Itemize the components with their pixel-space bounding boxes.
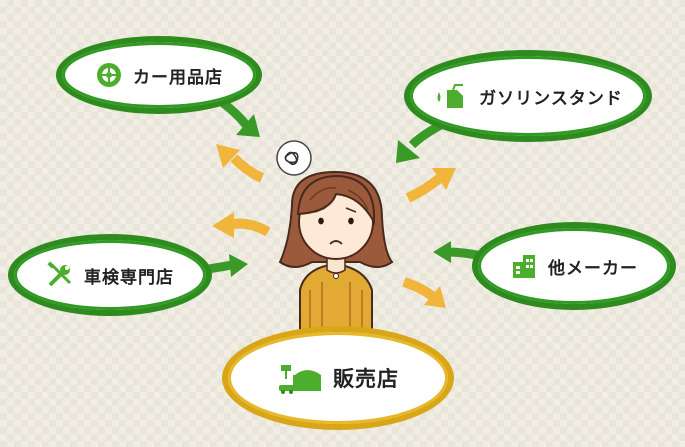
fuel-can-icon xyxy=(433,82,469,110)
node-dealer: 販売店 xyxy=(222,326,454,430)
node-label: 車検専門店 xyxy=(84,267,174,288)
building-icon xyxy=(510,252,538,280)
node-gas-station: ガソリンスタンド xyxy=(404,50,652,142)
node-label: カー用品店 xyxy=(133,67,223,88)
arrow-out-left xyxy=(212,212,271,238)
tire-icon xyxy=(95,61,123,89)
node-car-parts-store: カー用品店 xyxy=(56,36,262,114)
arrow-out-upper-right xyxy=(405,168,456,203)
worried-woman-illustration xyxy=(278,170,394,343)
node-label: ガソリンスタンド xyxy=(479,88,623,109)
arrow-out-right xyxy=(402,277,446,308)
wrench-screwdriver-icon xyxy=(46,261,74,289)
node-label: 他メーカー xyxy=(548,258,638,279)
node-label: 販売店 xyxy=(333,367,399,391)
node-other-maker: 他メーカー xyxy=(472,222,676,310)
dealership-icon xyxy=(277,361,323,395)
arrow-out-upper-left xyxy=(216,144,265,183)
node-inspection-shop: 車検専門店 xyxy=(8,234,212,316)
